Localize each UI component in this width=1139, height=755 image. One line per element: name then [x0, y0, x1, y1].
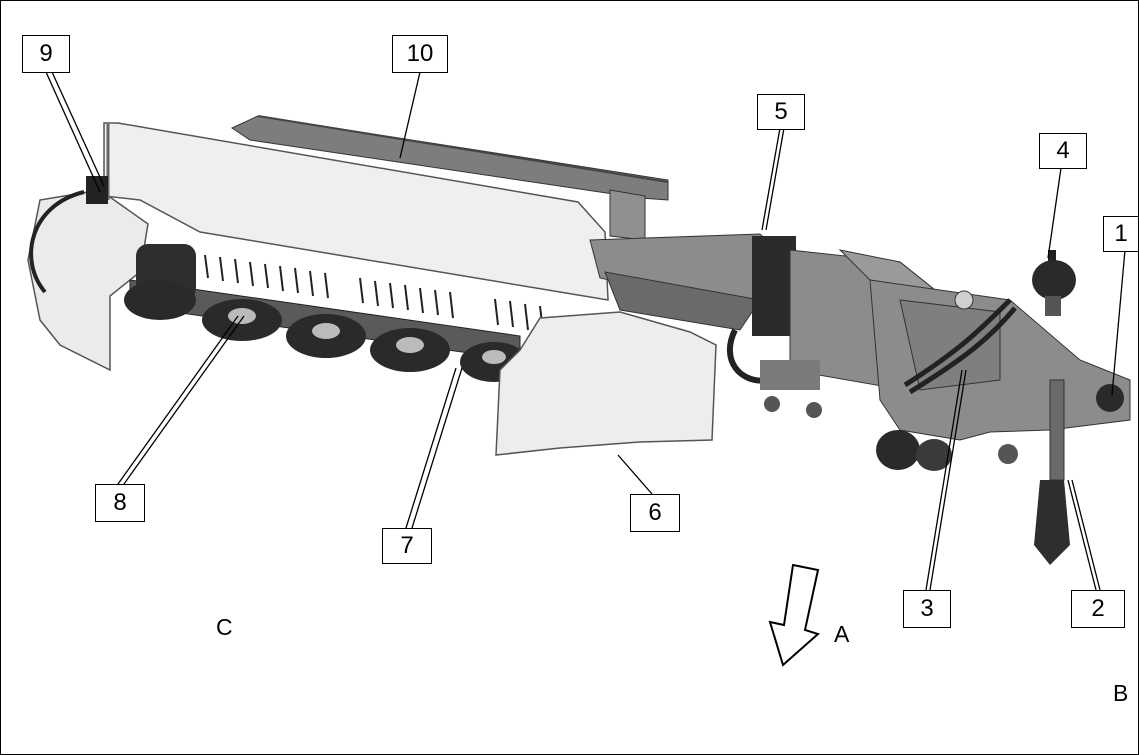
direction-arrow	[768, 563, 820, 667]
callout-7: 7	[382, 528, 432, 564]
callout-3: 3	[903, 590, 951, 628]
callout-8: 8	[95, 484, 145, 522]
cutting-discs	[124, 280, 528, 382]
callout-9: 9	[22, 35, 70, 73]
drawbar-arm	[589, 233, 801, 384]
leader-lines	[45, 71, 1126, 591]
side-cloth-guard	[495, 311, 717, 456]
label-a: A	[834, 621, 850, 647]
top-guard-frame	[230, 115, 669, 241]
cutter-tines	[204, 254, 544, 333]
label-c: C	[216, 614, 233, 640]
hydraulic-accumulator	[954, 250, 1076, 316]
callout-2: 2	[1071, 590, 1125, 628]
headstock-hitch	[869, 279, 1131, 471]
callout-4: 4	[1039, 133, 1087, 169]
callout-10: 10	[392, 35, 448, 73]
callout-1: 1	[1103, 216, 1139, 252]
callout-5: 5	[757, 94, 805, 130]
label-b: B	[1113, 680, 1129, 706]
parking-stand	[1034, 379, 1070, 565]
callout-6: 6	[630, 494, 680, 532]
